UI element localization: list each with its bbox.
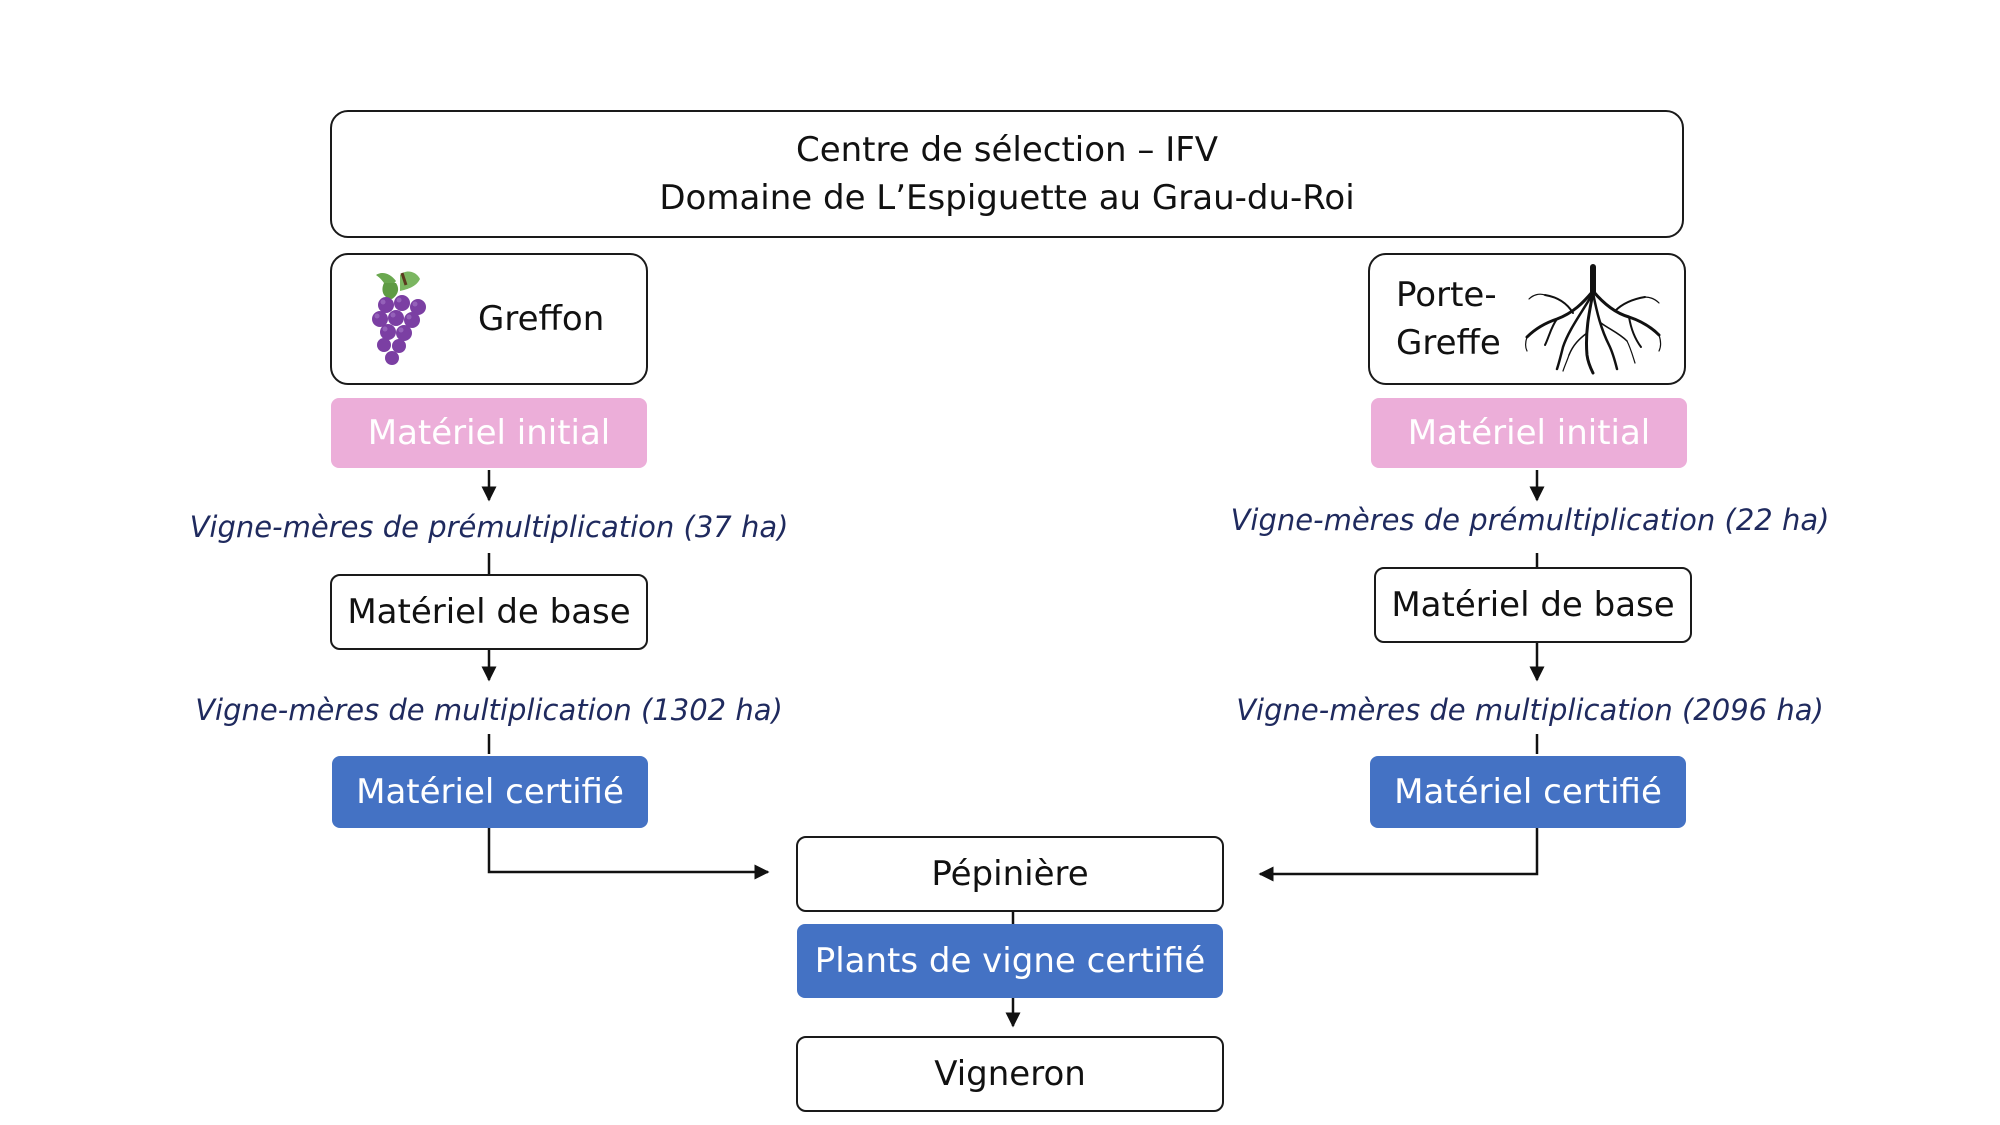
- left-certified-material-label: Matériel certifié: [356, 772, 624, 812]
- right-certified-material-label: Matériel certifié: [1394, 772, 1662, 812]
- header-line-1: Centre de sélection – IFV: [795, 130, 1219, 170]
- left-base-material-label: Matériel de base: [347, 592, 631, 632]
- nursery-box: Pépinière: [796, 836, 1224, 912]
- nursery-label: Pépinière: [931, 854, 1089, 894]
- grape-icon: [372, 271, 426, 365]
- left-premultiplication-label: Vigne-mères de prémultiplication (37 ha): [189, 510, 789, 544]
- right-base-material-label: Matériel de base: [1391, 585, 1675, 625]
- left-multiplication-label: Vigne-mères de multiplication (1302 ha): [195, 693, 783, 727]
- right-initial-material: Matériel initial: [1371, 398, 1687, 468]
- left-initial-material: Matériel initial: [331, 398, 647, 468]
- right-base-material: Matériel de base: [1374, 567, 1692, 643]
- selection-centre-box: Centre de sélection – IFV Domaine de L’E…: [330, 110, 1684, 238]
- scion-label: Greffon: [478, 299, 605, 339]
- rootstock-label-line-2: Greffe: [1396, 323, 1501, 363]
- arrow-left-certified-to-nursery: [487, 828, 770, 880]
- arrow-right-certified-to-nursery: [1258, 828, 1539, 882]
- left-base-material: Matériel de base: [330, 574, 648, 650]
- rootstock-label-line-1: Porte-: [1396, 275, 1497, 315]
- winegrower-box: Vigneron: [796, 1036, 1224, 1112]
- right-initial-material-label: Matériel initial: [1407, 413, 1651, 453]
- rootstock-box: Porte- Greffe: [1368, 253, 1686, 385]
- left-initial-material-label: Matériel initial: [367, 413, 611, 453]
- left-certified-material: Matériel certifié: [332, 756, 648, 828]
- winegrower-label: Vigneron: [934, 1054, 1086, 1094]
- certified-vine-plants-label: Plants de vigne certifié: [814, 941, 1206, 981]
- scion-box: Greffon: [330, 253, 648, 385]
- certified-vine-plants-box: Plants de vigne certifié: [797, 924, 1223, 998]
- header-line-2: Domaine de L’Espiguette au Grau-du-Roi: [659, 178, 1355, 218]
- right-premultiplication-label: Vigne-mères de prémultiplication (22 ha): [1230, 503, 1830, 537]
- right-multiplication-label: Vigne-mères de multiplication (2096 ha): [1236, 693, 1824, 727]
- right-certified-material: Matériel certifié: [1370, 756, 1686, 828]
- root-icon: [1524, 264, 1661, 375]
